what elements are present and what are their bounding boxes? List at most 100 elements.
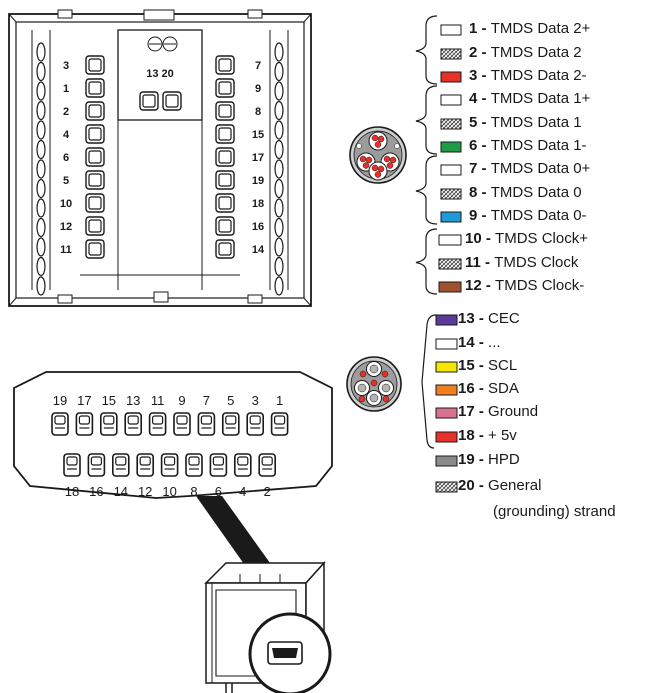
connector-pin	[63, 453, 81, 477]
spring-clip	[36, 198, 46, 218]
wire-swatch	[438, 234, 462, 246]
terminal-top-label: 13 20	[146, 68, 174, 80]
terminal-pin	[215, 239, 235, 259]
spring-clip	[274, 61, 284, 82]
connector-pin-number: 10	[162, 484, 176, 499]
spring-clip	[36, 100, 46, 121]
legend-item-1: 1 - TMDS Data 2+	[440, 20, 591, 37]
terminal-pin	[215, 216, 235, 236]
connector-pin	[270, 412, 289, 436]
terminal-pin	[215, 147, 235, 167]
legend-item-15: 15 - SCL	[435, 357, 517, 374]
connector-pin-number: 18	[65, 484, 79, 499]
wire-label: 1 - TMDS Data 2+	[469, 20, 591, 37]
wire-label: 7 - TMDS Data 0+	[469, 160, 591, 177]
wire-swatch	[440, 188, 462, 200]
wire-label: 8 - TMDS Data 0	[469, 184, 582, 201]
wire-label: 12 - TMDS Clock-	[465, 277, 584, 294]
cable-cross-section-control	[346, 356, 402, 412]
wire-label: 17 - Ground	[458, 403, 538, 420]
connector-pin-number: 3	[252, 393, 259, 408]
connector-pin-number: 8	[190, 484, 197, 499]
wire-label: 4 - TMDS Data 1+	[469, 90, 591, 107]
spring-clip	[274, 178, 284, 199]
connector-pin-number: 7	[203, 393, 210, 408]
spring-clip	[274, 237, 284, 257]
connector-pin	[246, 412, 265, 436]
spring-clip	[36, 120, 46, 140]
spring-clip	[274, 81, 284, 101]
spring-clip	[274, 276, 284, 296]
terminal-pin-number: 5	[63, 175, 69, 187]
wire-swatch	[440, 141, 462, 153]
terminal-pin-number: 8	[255, 106, 261, 118]
connector-pin	[197, 412, 216, 436]
terminal-pin	[85, 78, 105, 98]
terminal-pin-number: 17	[252, 152, 264, 164]
connector-pin	[100, 412, 118, 436]
terminal-pin-number: 2	[63, 106, 69, 118]
spring-clip	[36, 42, 46, 62]
terminal-pin	[215, 170, 235, 190]
terminal-pin-number: 4	[63, 129, 70, 141]
connector-pin	[51, 412, 69, 436]
terminal-pin	[85, 55, 105, 75]
terminal-pin-number: 19	[252, 175, 264, 187]
wire-swatch	[435, 481, 458, 493]
terminal-pin	[85, 216, 105, 236]
terminal-pin	[85, 170, 105, 190]
wire-swatch	[435, 361, 458, 373]
wire-label: 2 - TMDS Data 2	[469, 44, 582, 61]
terminal-pin-number: 16	[252, 221, 264, 233]
group-brace	[415, 15, 438, 85]
terminal-pin	[85, 239, 105, 259]
legend-item-8: 8 - TMDS Data 0	[440, 184, 582, 201]
wire-label: 5 - TMDS Data 1	[469, 114, 582, 131]
wire-swatch	[440, 164, 462, 176]
connector-pin-number: 11	[151, 393, 165, 408]
spring-clip	[36, 178, 46, 199]
connector-pin	[185, 453, 203, 477]
terminal-pin-number: 15	[252, 129, 264, 141]
legend-item-2: 2 - TMDS Data 2	[440, 44, 582, 61]
connector-pin	[160, 453, 179, 477]
connector-pin-number: 15	[102, 393, 116, 408]
spring-clip	[274, 42, 284, 62]
wire-swatch	[440, 24, 462, 36]
legend-item-19: 19 - HPD	[435, 451, 520, 468]
wire-label: 3 - TMDS Data 2-	[469, 67, 587, 84]
wire-label: 16 - SDA	[458, 380, 519, 397]
connector-pin-number: 17	[77, 393, 91, 408]
group-brace	[421, 314, 437, 449]
terminal-pin-number: 9	[255, 83, 261, 95]
legend-item-20: 20 - General	[435, 477, 541, 494]
right-spring-row	[274, 42, 284, 296]
legend-item-9: 9 - TMDS Data 0-	[440, 207, 587, 224]
terminal-pin-number: 18	[252, 198, 264, 210]
wire-label: 13 - CEC	[458, 310, 520, 327]
terminal-pin	[85, 147, 105, 167]
connector-pin-number: 19	[53, 393, 67, 408]
cable-cross-section-tmds	[349, 126, 407, 184]
wire-swatch	[440, 94, 462, 106]
legend-item-5: 5 - TMDS Data 1	[440, 114, 582, 131]
wire-label: 20 - General	[458, 477, 541, 494]
legend-item-12: 12 - TMDS Clock-	[438, 277, 584, 294]
legend-item-11: 11 - TMDS Clock	[438, 254, 579, 271]
signal-wire	[370, 379, 378, 387]
legend-item-18: 18 - + 5v	[435, 427, 517, 444]
terminal-pin-number: 11	[60, 244, 72, 256]
spring-clip	[36, 159, 46, 179]
connector-pin	[258, 453, 277, 477]
spring-clip	[36, 276, 46, 296]
terminal-pin	[215, 55, 235, 75]
legend-item-10: 10 - TMDS Clock+	[438, 230, 588, 247]
spring-clip	[36, 237, 46, 257]
spring-clip	[274, 256, 284, 277]
spring-clip	[36, 217, 46, 238]
signal-wire	[381, 370, 389, 378]
wire-swatch	[435, 455, 458, 467]
